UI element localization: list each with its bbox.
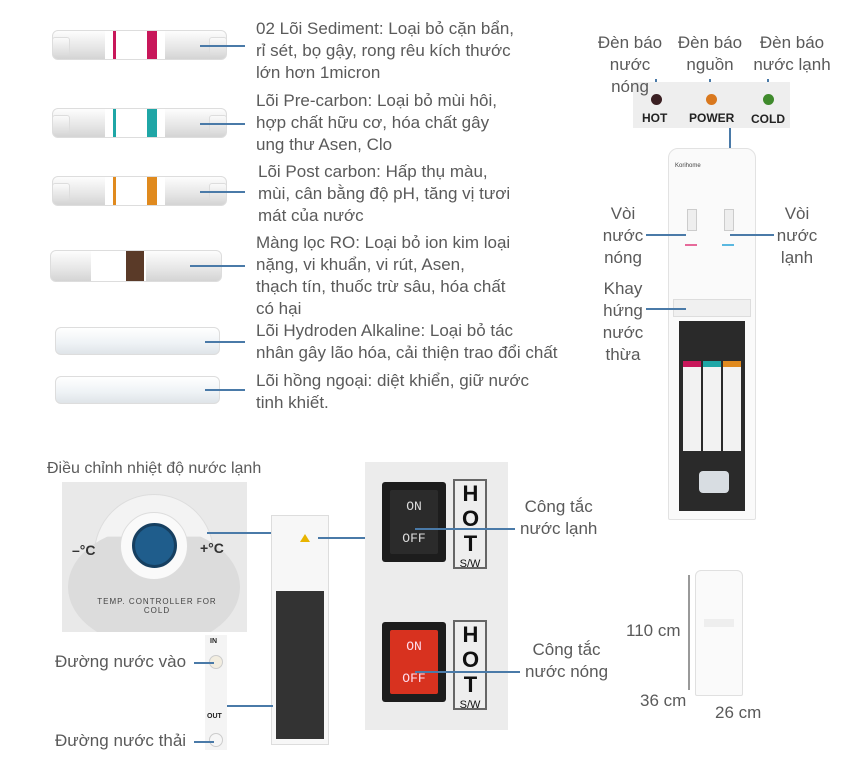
filter-desc-sediment: 02 Lõi Sediment: Loại bỏ cặn bẩn, rỉ sét… xyxy=(256,19,515,82)
drip-tray-label: Khay hứng nước thừa xyxy=(602,279,644,364)
in-label: IN xyxy=(210,638,217,645)
filter-cartridge-precarbon xyxy=(52,108,227,138)
dispenser-small-image xyxy=(695,570,743,696)
height-dimension: 110 cm xyxy=(626,621,681,640)
hot-light-icon xyxy=(651,94,662,105)
switch-off-label: OFF xyxy=(402,670,426,686)
cold-tap xyxy=(724,209,734,231)
switch-hot-text: HOT xyxy=(458,481,483,556)
filter-cartridge-alkaline xyxy=(55,327,220,355)
hot-power-switch[interactable]: ON OFF xyxy=(382,622,446,702)
filter-cartridge-postcarbon xyxy=(52,176,227,206)
filter-desc-alkaline: Lõi Hydroden Alkaline: Loại bỏ tác nhân … xyxy=(256,321,558,362)
temp-plus-label: +°C xyxy=(200,540,224,556)
cold-switch-label: Công tắc nước lạnh xyxy=(520,497,598,538)
cold-power-switch[interactable]: ON OFF xyxy=(382,482,446,562)
hot-switch-plate: HOT S/W xyxy=(453,620,487,711)
hot-tap-label: Vòi nước nóng xyxy=(602,204,644,267)
cold-tap-label: Vòi nước lạnh xyxy=(776,204,818,267)
out-label: OUT xyxy=(207,713,222,720)
dispenser-back-image xyxy=(271,515,329,745)
filter-desc-precarbon: Lõi Pre-carbon: Loại bỏ mùi hôi, hợp chấ… xyxy=(256,91,497,154)
switch-on-label: ON xyxy=(406,498,422,514)
power-light-icon xyxy=(706,94,717,105)
in-out-ports-image: IN OUT xyxy=(205,635,227,750)
switch-panel: ON OFF HOT S/W ON OFF HOT S/W xyxy=(365,462,508,730)
hot-tap xyxy=(687,209,697,231)
filter-desc-postcarbon: Lõi Post carbon: Hấp thụ màu, mùi, cân b… xyxy=(258,162,511,225)
temp-minus-label: –°C xyxy=(72,542,96,558)
brand-logo: Korihome xyxy=(675,163,701,169)
switch-off-label: OFF xyxy=(402,530,426,546)
cold-indicator-caption: Đèn báo nước lạnh xyxy=(753,33,831,74)
dispenser-front-image: Korihome xyxy=(668,148,756,520)
filter-cartridge-infrared xyxy=(55,376,220,404)
water-out-port xyxy=(209,733,223,747)
cold-switch-plate: HOT S/W xyxy=(453,479,487,570)
power-indicator-caption: Đèn báo nguồn xyxy=(677,33,743,74)
hot-label: HOT xyxy=(642,111,668,125)
switch-on-label: ON xyxy=(406,638,422,654)
water-out-label: Đường nước thải xyxy=(55,731,187,750)
cold-light-icon xyxy=(763,94,774,105)
switch-sw-text: S/W xyxy=(459,558,481,570)
switch-sw-text: S/W xyxy=(459,699,481,711)
switch-hot-text: HOT xyxy=(458,622,483,697)
filter-desc-infrared: Lõi hồng ngoại: diệt khiển, giữ nước tin… xyxy=(256,371,530,412)
temp-controller-image: –°C +°C TEMP. CONTROLLER FOR COLD xyxy=(62,482,247,632)
temp-dial-knob[interactable] xyxy=(132,523,177,568)
cold-label: COLD xyxy=(751,112,785,126)
dial-text: TEMP. CONTROLLER FOR COLD xyxy=(97,597,217,615)
filter-compartment xyxy=(679,321,745,511)
temp-controller-title: Điều chỉnh nhiệt độ nước lạnh xyxy=(47,460,262,477)
power-label: POWER xyxy=(689,111,735,125)
width-dimension: 26 cm xyxy=(715,703,762,722)
hot-switch-label: Công tắc nước nóng xyxy=(525,640,609,681)
indicator-panel: HOT POWER COLD xyxy=(633,82,790,128)
water-in-label: Đường nước vào xyxy=(55,652,187,671)
warning-icon xyxy=(300,534,310,542)
depth-dimension: 36 cm xyxy=(640,691,687,710)
hot-indicator-caption: Đèn báo nước nóng xyxy=(597,33,663,96)
filter-desc-ro: Màng lọc RO: Loại bỏ ion kim loại nặng, … xyxy=(256,233,511,318)
